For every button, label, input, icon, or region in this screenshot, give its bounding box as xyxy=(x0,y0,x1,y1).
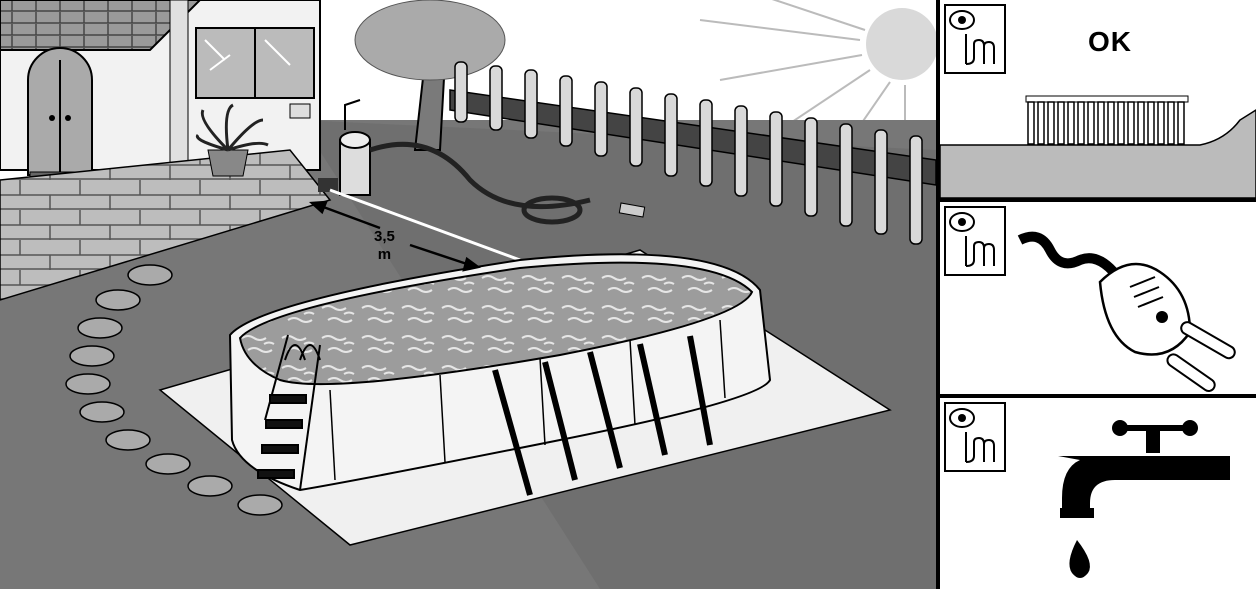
eye-hand-icon xyxy=(944,402,1006,472)
distance-value: 3,5 xyxy=(374,228,395,246)
eye-hand-icon xyxy=(944,4,1006,74)
panel-level-ground: OK xyxy=(940,0,1256,202)
panel-water-tap xyxy=(940,398,1256,589)
distance-unit: m xyxy=(374,246,395,264)
pool-installation-scene: 3,5 m xyxy=(0,0,936,589)
distance-label: 3,5 m xyxy=(374,228,395,264)
garden-illustration xyxy=(0,0,936,589)
instruction-panels: OK xyxy=(936,0,1256,589)
ok-label: OK xyxy=(1088,26,1132,58)
eye-hand-icon xyxy=(944,206,1006,276)
panel-power-plug xyxy=(940,202,1256,398)
